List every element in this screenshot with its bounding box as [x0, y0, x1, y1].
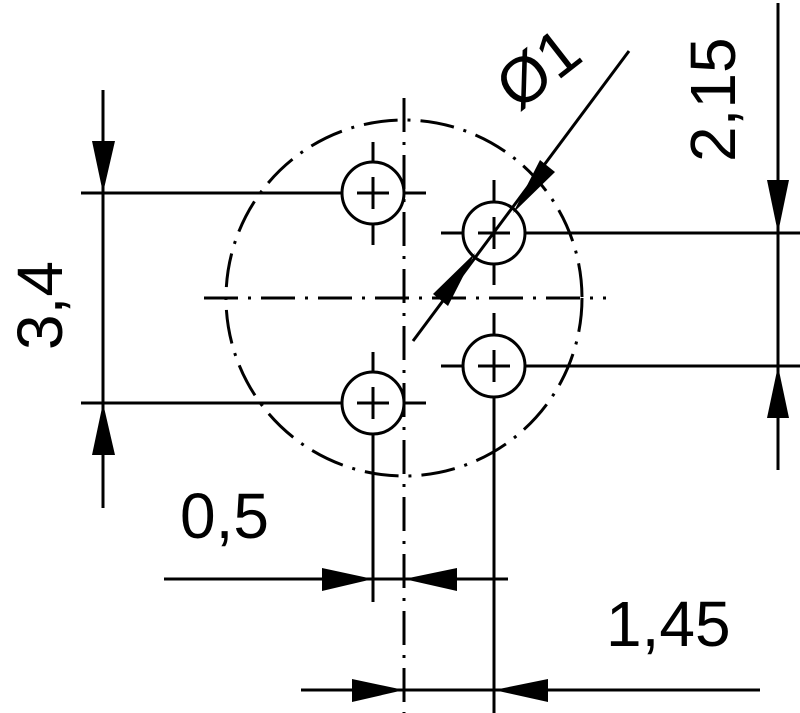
hole-bottom-left: [340, 352, 426, 436]
hole-bottom-right: [441, 313, 527, 399]
dim-label-2-15: 2,15: [677, 37, 749, 162]
hole-top-right: [441, 180, 527, 285]
dim-label-diameter: Ø1: [482, 14, 594, 123]
dim-label-3-4: 3,4: [4, 261, 76, 350]
hole-top-left: [340, 142, 426, 245]
dim-label-0-5: 0,5: [180, 480, 269, 552]
dim-label-1-45: 1,45: [606, 588, 731, 660]
